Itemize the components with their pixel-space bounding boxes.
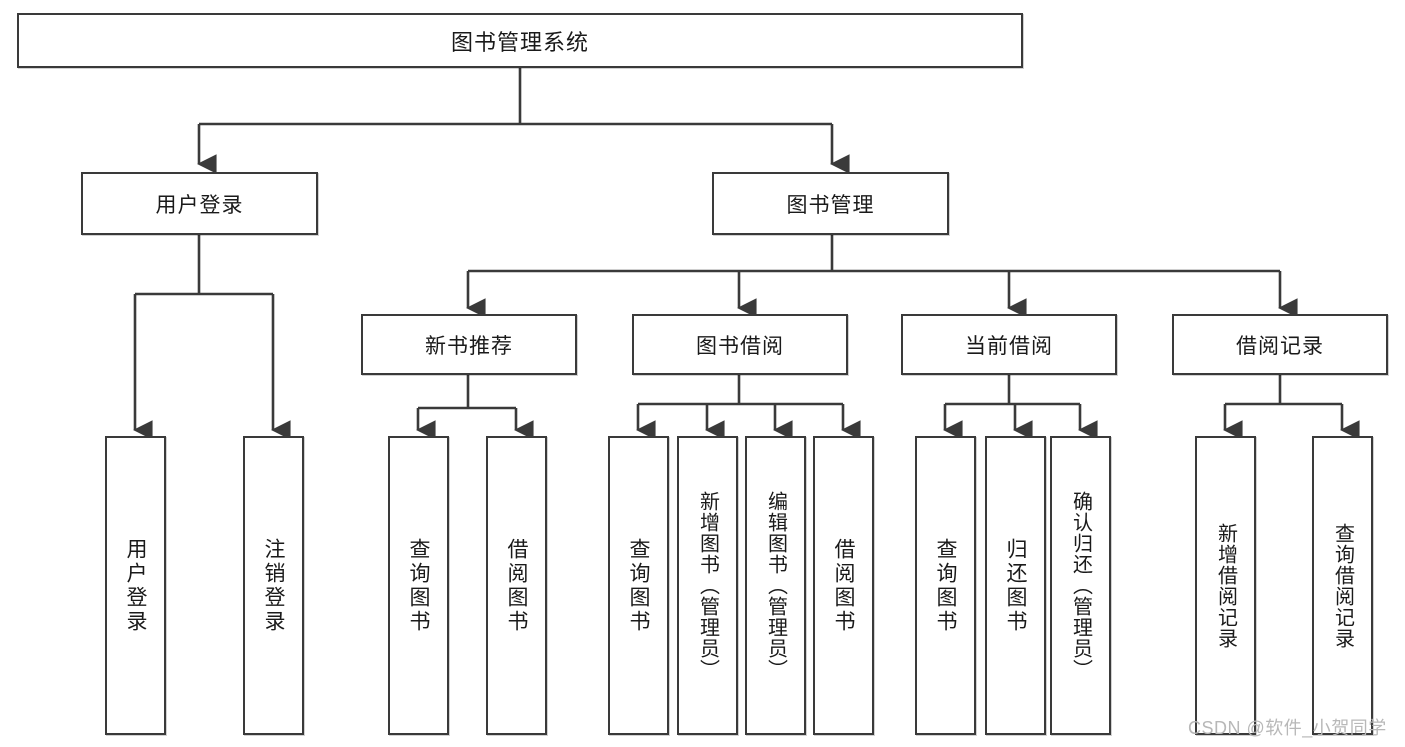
leaf-query-book-current-label: 查询图书 (934, 537, 957, 634)
node-root-system[interactable]: 图书管理系统 (17, 13, 1023, 68)
leaf-query-borrow-record-label: 查询借阅记录 (1331, 522, 1354, 649)
node-new-book-recommend[interactable]: 新书推荐 (361, 314, 577, 375)
leaf-query-borrow-record[interactable]: 查询借阅记录 (1312, 436, 1373, 735)
node-book-manage-label: 图书管理 (786, 193, 875, 217)
leaf-query-book-recommend-label: 查询图书 (407, 537, 430, 634)
node-book-borrow-label: 图书借阅 (696, 334, 784, 358)
leaf-edit-book[interactable]: 编辑图书（管理员） (745, 436, 806, 735)
leaf-edit-book-label: 编辑图书（管理员） (764, 491, 787, 680)
leaf-add-borrow-record-label: 新增借阅记录 (1214, 522, 1237, 649)
leaf-borrow-book-recommend[interactable]: 借阅图书 (486, 436, 547, 735)
leaf-user-login[interactable]: 用户登录 (105, 436, 166, 735)
leaf-user-login-label: 用户登录 (124, 537, 147, 634)
leaf-query-book-current[interactable]: 查询图书 (915, 436, 976, 735)
node-borrow-record[interactable]: 借阅记录 (1172, 314, 1388, 375)
leaf-return-book[interactable]: 归还图书 (985, 436, 1046, 735)
leaf-add-book-label: 新增图书（管理员） (696, 491, 719, 680)
leaf-confirm-return-label: 确认归还（管理员） (1069, 491, 1092, 680)
node-current-borrow-label: 当前借阅 (965, 334, 1053, 358)
leaf-add-book[interactable]: 新增图书（管理员） (677, 436, 738, 735)
node-book-borrow[interactable]: 图书借阅 (632, 314, 848, 375)
leaf-return-book-label: 归还图书 (1004, 537, 1027, 634)
leaf-logout-login-label: 注销登录 (262, 537, 285, 634)
node-new-book-recommend-label: 新书推荐 (425, 334, 513, 358)
node-user-login-label: 用户登录 (155, 193, 244, 217)
leaf-query-book-borrow[interactable]: 查询图书 (608, 436, 669, 735)
node-root-label: 图书管理系统 (450, 29, 589, 55)
leaf-query-book-borrow-label: 查询图书 (627, 537, 650, 634)
node-book-manage[interactable]: 图书管理 (712, 172, 949, 235)
leaf-confirm-return[interactable]: 确认归还（管理员） (1050, 436, 1111, 735)
node-user-login[interactable]: 用户登录 (81, 172, 318, 235)
leaf-logout-login[interactable]: 注销登录 (243, 436, 304, 735)
leaf-borrow-book-label: 借阅图书 (832, 537, 855, 634)
watermark: CSDN @软件_小贺同学 (1188, 718, 1387, 738)
leaf-borrow-book[interactable]: 借阅图书 (813, 436, 874, 735)
leaf-borrow-book-recommend-label: 借阅图书 (505, 537, 528, 634)
leaf-query-book-recommend[interactable]: 查询图书 (388, 436, 449, 735)
leaf-add-borrow-record[interactable]: 新增借阅记录 (1195, 436, 1256, 735)
node-current-borrow[interactable]: 当前借阅 (901, 314, 1117, 375)
node-borrow-record-label: 借阅记录 (1236, 334, 1324, 358)
